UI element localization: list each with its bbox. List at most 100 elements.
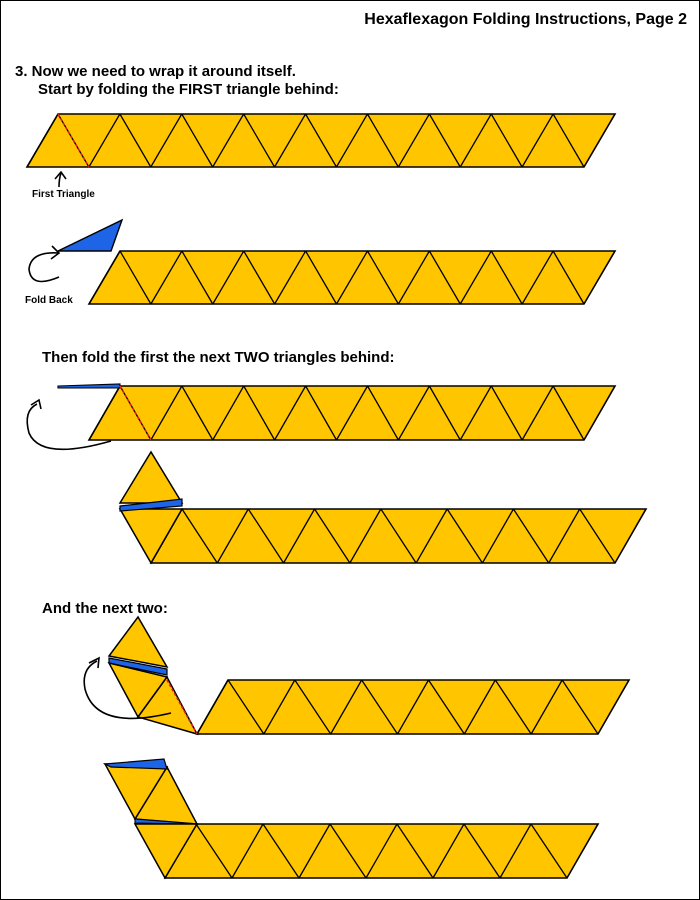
triangle-edge	[366, 113, 399, 168]
fold-line	[57, 113, 90, 168]
triangle-strips	[25, 113, 648, 879]
triangle-edge	[459, 385, 492, 441]
triangle-edge	[304, 113, 338, 168]
folded-triangle	[118, 450, 184, 504]
triangle-edge	[243, 250, 276, 305]
triangle-edge	[459, 113, 492, 168]
triangle-edge	[330, 679, 363, 735]
triangle-edge	[463, 679, 496, 735]
triangle-edge	[380, 508, 417, 564]
triangle-edge	[521, 385, 554, 441]
folded-flap-back	[57, 218, 124, 252]
triangle-edge	[365, 823, 398, 879]
triangle-strip	[87, 250, 617, 305]
triangle-edge	[552, 113, 585, 168]
triangle-edge	[212, 385, 245, 441]
triangle-strip	[163, 823, 600, 879]
triangle-edge	[459, 250, 492, 305]
first-triangle-label: First Triangle	[32, 189, 95, 200]
triangle-edge	[335, 113, 369, 168]
triangle-edge	[88, 250, 121, 305]
triangle-edge	[26, 113, 59, 168]
triangle-edge	[305, 250, 338, 305]
triangle-strip	[25, 113, 617, 168]
triangle-edge	[361, 679, 399, 735]
fold-back-arrow-icon	[88, 656, 100, 669]
triangle-edge	[274, 250, 307, 305]
triangle-strip	[149, 508, 648, 564]
folded-triangle	[107, 615, 169, 669]
triangle-edge	[274, 385, 307, 441]
folded-triangle	[136, 675, 199, 736]
triangle-edge	[397, 385, 430, 441]
triangle-edge	[88, 385, 121, 441]
triangle-edge	[181, 250, 214, 305]
triangle-edge	[243, 113, 276, 168]
triangle-edge	[216, 508, 249, 564]
triangle-edge	[432, 823, 465, 879]
triangle-edge	[512, 508, 550, 564]
triangle-edge	[490, 113, 523, 168]
fold-back-arrow-icon	[28, 252, 60, 283]
triangle-edge	[366, 385, 399, 441]
triangle-edge	[481, 508, 514, 564]
triangle-edge	[530, 823, 568, 879]
triangle-edge	[181, 385, 214, 441]
folded-flap-back	[102, 758, 168, 770]
triangle-edge	[119, 250, 152, 305]
folded-flap-edge	[57, 383, 121, 389]
triangle-edge	[283, 508, 316, 564]
triangle-edge	[530, 679, 563, 735]
triangle-edge	[349, 508, 382, 564]
triangle-edge	[335, 250, 369, 305]
fold-back-arrow-icon	[26, 403, 112, 451]
triangle-edge	[415, 508, 448, 564]
triangle-strip	[87, 385, 617, 441]
triangle-edge	[150, 385, 183, 441]
triangle-edge	[397, 113, 430, 168]
triangle-edge	[579, 508, 616, 564]
triangle-edge	[298, 823, 331, 879]
triangle-edge	[181, 508, 218, 564]
triangle-edge	[463, 823, 501, 879]
triangle-edge	[196, 679, 229, 735]
triangle-edge	[396, 679, 430, 735]
triangle-edge	[366, 250, 399, 305]
fold-line	[119, 385, 152, 441]
triangle-edge	[227, 679, 265, 735]
fold-back-arrow-icon	[50, 245, 61, 260]
triangle-edge	[428, 113, 461, 168]
section-heading-two-triangles: Then fold the first the next TWO triangl…	[42, 349, 395, 366]
step3-instruction: 3. Now we need to wrap it around itself.	[15, 63, 296, 80]
triangle-edge	[396, 823, 434, 879]
folded-flaps	[26, 113, 199, 880]
triangle-edge	[262, 823, 300, 879]
triangle-edge	[247, 508, 285, 564]
triangle-edge	[212, 250, 245, 305]
triangle-edge	[521, 250, 554, 305]
triangle-edge	[150, 250, 183, 305]
triangle-edge	[329, 823, 367, 879]
fold-line	[166, 679, 198, 735]
triangle-edge	[305, 385, 338, 441]
folded-flap-edge	[134, 818, 198, 825]
triangle-edge	[490, 250, 523, 305]
fold-back-arrow-icon	[30, 398, 42, 410]
triangle-edge	[427, 679, 465, 735]
curved-arrow-icon	[54, 170, 67, 180]
triangle-edge	[397, 250, 430, 305]
fold-back-label: Fold Back	[25, 295, 73, 306]
triangle-edge	[552, 250, 585, 305]
triangle-strip	[195, 679, 631, 735]
section-heading-next-two: And the next two:	[42, 600, 168, 617]
triangle-edge	[428, 385, 461, 441]
triangle-edge	[294, 679, 332, 735]
folded-flap-back	[108, 657, 168, 676]
triangle-edge	[552, 385, 585, 441]
triangle-edge	[195, 823, 233, 879]
triangle-edge	[446, 508, 483, 564]
triangle-edge	[88, 113, 121, 168]
page-header: Hexaflexagon Folding Instructions, Page …	[364, 11, 687, 28]
